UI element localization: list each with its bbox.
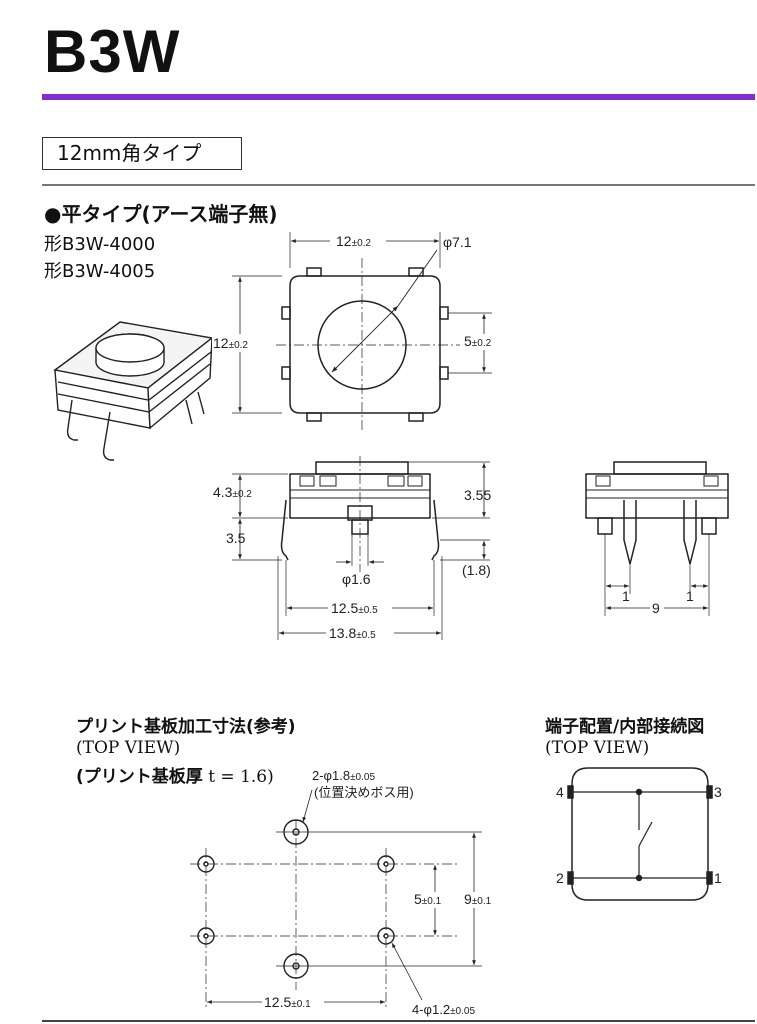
product-illustration	[53, 321, 214, 461]
side-lead-paren: (1.8)	[462, 562, 491, 578]
top-pitch-value: 5	[464, 333, 472, 349]
svg-text:12±0.2: 12±0.2	[213, 335, 248, 351]
svg-text:12.5±0.5: 12.5±0.5	[331, 600, 378, 616]
pcb-thickness-label: (プリント基板厚	[76, 767, 203, 787]
pcb-hole-tol: ±0.05	[450, 1006, 475, 1017]
end-span: 9	[652, 600, 660, 616]
svg-text:12±0.2: 12±0.2	[336, 233, 371, 249]
pcb-thickness-value: t = 1.6)	[208, 767, 274, 787]
end-offset-right: 1	[686, 588, 694, 604]
pcb-height-tol: ±0.1	[472, 896, 492, 907]
pin-4: 4	[556, 784, 564, 800]
pcb-view-label: (TOP VIEW)	[76, 738, 181, 758]
terminal-view-label: (TOP VIEW)	[545, 738, 650, 758]
end-offset-left: 1	[622, 588, 630, 604]
model-number-2: 形B3W-4005	[44, 261, 156, 282]
top-height-value: 12	[213, 335, 229, 351]
pcb-title: プリント基板加工寸法(参考)	[76, 717, 296, 737]
pcb-pitch-value: 5	[414, 891, 422, 907]
terminal-diagram	[567, 767, 713, 901]
svg-text:5±0.1: 5±0.1	[414, 891, 442, 907]
pcb-hole-label: 4-φ1.2	[412, 1002, 450, 1017]
svg-text:5±0.2: 5±0.2	[464, 333, 492, 349]
svg-text:13.8±0.5: 13.8±0.5	[329, 625, 376, 641]
pcb-boss-tol: ±0.05	[350, 772, 375, 783]
side-h355: 3.55	[464, 487, 491, 503]
svg-text:12.5±0.1: 12.5±0.1	[264, 994, 311, 1010]
terminal-labels: 1 2 3 4	[556, 784, 722, 886]
pcb-boss-label: 2-φ1.8	[312, 768, 350, 783]
model-number-1: 形B3W-4000	[44, 234, 156, 255]
side-span-tol: ±0.5	[358, 605, 378, 616]
section-divider	[42, 184, 755, 186]
section-heading: ●平タイプ(アース端子無)	[44, 202, 278, 226]
side-pin-diameter: φ1.6	[342, 571, 371, 587]
top-view-labels: 12±0.2 φ7.1 12±0.2 5±0.2	[212, 232, 502, 352]
side-height-value: 4.3	[213, 484, 233, 500]
pin-1: 1	[714, 870, 722, 886]
pin-2: 2	[556, 870, 564, 886]
svg-text:2-φ1.8±0.05: 2-φ1.8±0.05	[312, 768, 375, 783]
svg-text:4.3±0.2: 4.3±0.2	[213, 484, 252, 500]
title-underline	[42, 94, 755, 100]
pcb-height-value: 9	[464, 891, 472, 907]
top-diameter: φ7.1	[443, 234, 472, 250]
pcb-pitch-tol: ±0.1	[422, 896, 442, 907]
side-view-labels: 4.3±0.2 3.5 3.55 (1.8) φ1.6 12.5±0.5 13.…	[213, 484, 491, 641]
pcb-layout-labels: 2-φ1.8±0.05 (位置決めボス用) 5±0.1 9±0.1 12.5±0…	[262, 768, 504, 1017]
top-width-tol: ±0.2	[352, 238, 372, 249]
side-total-tol: ±0.5	[356, 630, 376, 641]
pcb-span-tol: ±0.1	[291, 999, 311, 1010]
end-view-drawing	[585, 461, 729, 616]
side-span-value: 12.5	[331, 600, 358, 616]
terminal-title: 端子配置/内部接続図	[545, 717, 705, 737]
svg-text:9±0.1: 9±0.1	[464, 891, 492, 907]
page-title: B3W	[44, 18, 181, 85]
side-height-tol: ±0.2	[232, 489, 252, 500]
svg-text:4-φ1.2±0.05: 4-φ1.2±0.05	[412, 1002, 475, 1017]
side-lead-length: 3.5	[226, 530, 246, 546]
side-total-value: 13.8	[329, 625, 356, 641]
bottom-rule	[42, 1020, 755, 1022]
top-view-drawing	[232, 232, 492, 430]
top-width-value: 12	[336, 233, 352, 249]
type-label: 12mm角タイプ	[42, 137, 242, 170]
top-pitch-tol: ±0.2	[472, 338, 492, 349]
pin-3: 3	[714, 784, 722, 800]
pcb-span-value: 12.5	[264, 994, 291, 1010]
top-height-tol: ±0.2	[229, 340, 249, 351]
pcb-boss-note: (位置決めボス用)	[314, 785, 414, 800]
end-view-labels: 1 1 9	[622, 588, 694, 616]
pcb-thickness: (プリント基板厚 t = 1.6)	[76, 762, 274, 787]
side-view-drawing	[232, 456, 490, 640]
